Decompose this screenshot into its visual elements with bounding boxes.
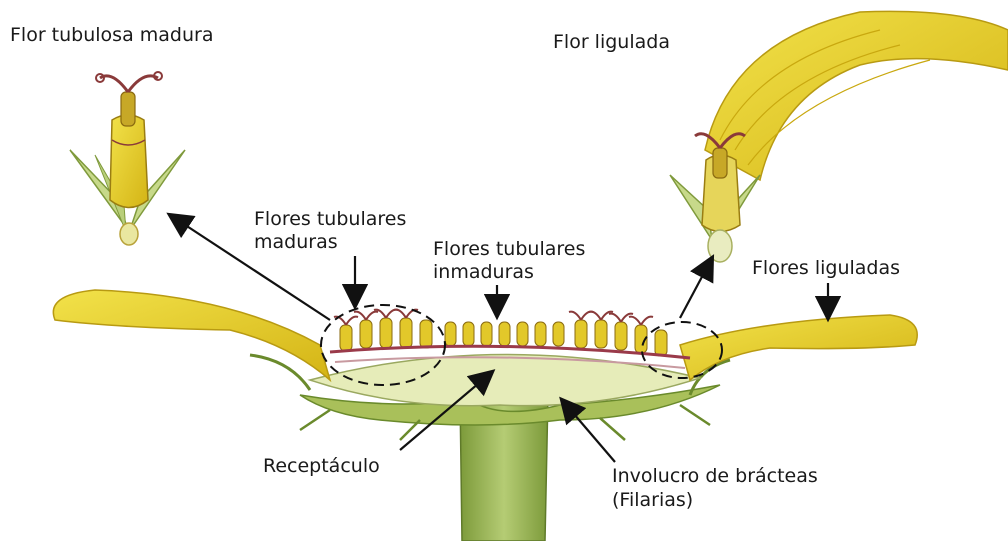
label-involucre-line1: Involucro de brácteas — [612, 465, 818, 488]
flower-head-illustration — [53, 290, 917, 541]
label-receptacle: Receptáculo — [263, 455, 380, 478]
label-immature-tubular-flowers-line2: inmaduras — [433, 261, 534, 284]
label-involucre-line2: (Filarias) — [612, 489, 693, 512]
arrow-ligulate-flower — [680, 258, 712, 318]
label-ligulate-flowers: Flores liguladas — [752, 257, 900, 280]
label-ligulate-flower: Flor ligulada — [553, 31, 670, 54]
label-mature-tubular-flowers-line1: Flores tubulares — [254, 208, 406, 231]
label-mature-tubular-flowers-line2: maduras — [254, 231, 338, 254]
label-mature-tubular-flower: Flor tubulosa madura — [10, 24, 213, 47]
mature-tubular-flower-illustration — [70, 72, 185, 245]
label-immature-tubular-flowers-line1: Flores tubulares — [433, 238, 585, 261]
ligulate-flower-illustration — [670, 11, 1008, 262]
